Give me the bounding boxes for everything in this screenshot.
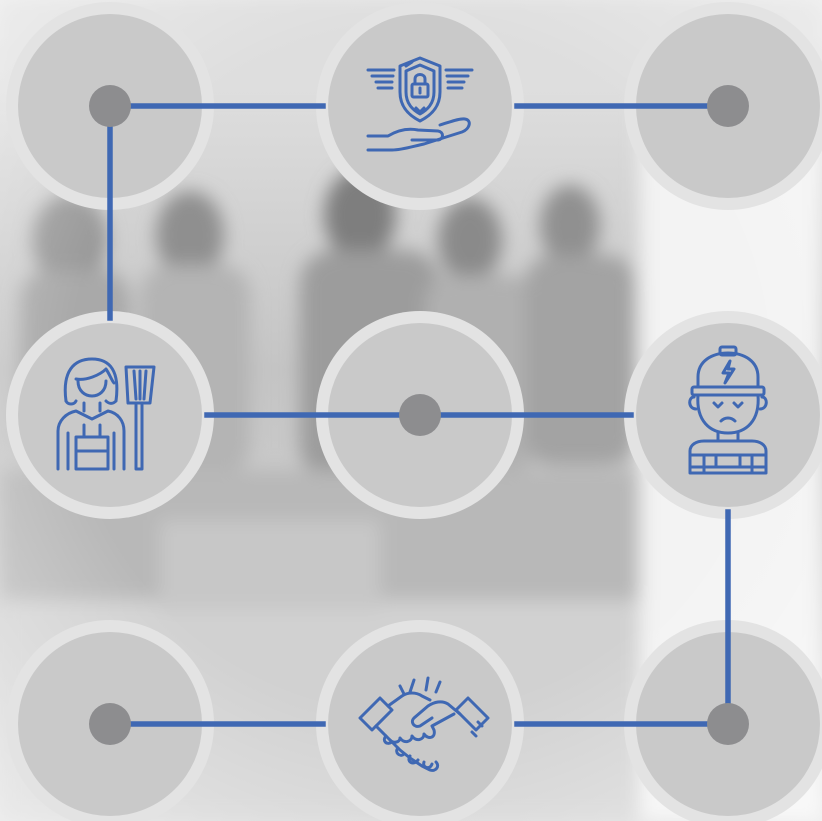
node-dot bbox=[89, 703, 131, 745]
node-4 bbox=[6, 311, 214, 519]
node-dot bbox=[89, 85, 131, 127]
handshake-icon bbox=[358, 676, 490, 772]
node-dot bbox=[399, 394, 441, 436]
connectors-layer bbox=[107, 103, 731, 727]
node-circle bbox=[636, 323, 820, 507]
node-dot bbox=[707, 85, 749, 127]
node-8 bbox=[316, 620, 524, 821]
node-circle bbox=[328, 632, 512, 816]
node-circle bbox=[328, 14, 512, 198]
node-2 bbox=[316, 2, 524, 210]
node-6 bbox=[624, 311, 822, 519]
node-circle bbox=[18, 323, 202, 507]
node-dot bbox=[707, 703, 749, 745]
shield-hand-icon bbox=[366, 56, 474, 152]
icons-layer bbox=[56, 56, 768, 772]
electrician-icon bbox=[688, 345, 768, 475]
cleaning-worker-icon bbox=[56, 357, 156, 471]
